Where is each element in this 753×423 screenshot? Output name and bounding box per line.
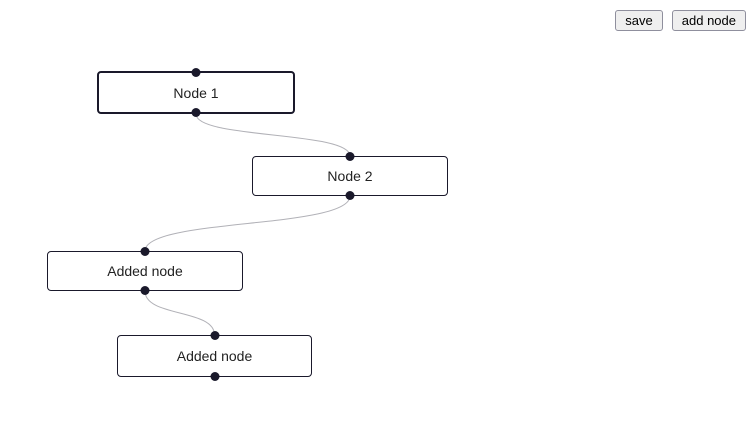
flow-edge[interactable]	[144, 195, 351, 252]
node-label: Added node	[176, 348, 253, 364]
node-label: Node 2	[327, 168, 373, 184]
save-button[interactable]: save	[615, 10, 663, 31]
flow-edge[interactable]	[144, 290, 215, 336]
node-label: Added node	[107, 263, 183, 279]
node-handle-top[interactable]	[345, 152, 355, 161]
node-handle-top[interactable]	[210, 331, 219, 340]
node-handle-bottom[interactable]	[191, 108, 201, 117]
node-label: Node 1	[173, 84, 219, 101]
node-handle-top[interactable]	[140, 247, 150, 256]
flow-node[interactable]: Added node	[117, 331, 312, 381]
flow-node[interactable]: Added node	[47, 247, 243, 295]
toolbar: save add node	[615, 10, 746, 31]
node-handle-bottom[interactable]	[210, 372, 219, 381]
node-handle-top[interactable]	[191, 68, 201, 77]
flow-edge[interactable]	[195, 113, 351, 157]
add-node-button[interactable]: add node	[671, 10, 746, 31]
node-handle-bottom[interactable]	[345, 191, 355, 200]
flow-node[interactable]: Node 2	[252, 152, 448, 200]
node-handle-bottom[interactable]	[140, 286, 150, 295]
flow-node[interactable]: Node 1	[97, 68, 295, 117]
